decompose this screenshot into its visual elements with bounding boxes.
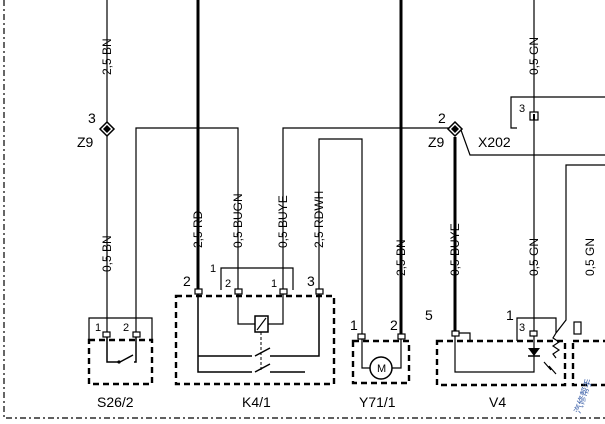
y71-box — [351, 339, 411, 385]
v4-pin-shell — [516, 317, 557, 341]
z9-right-diamond — [446, 120, 464, 138]
z9-left-pin: 3 — [88, 110, 96, 126]
v4-pin3-num: 3 — [519, 322, 525, 334]
wire-label-2: 0,5 BN — [100, 235, 114, 272]
v4-pin5 — [451, 330, 460, 337]
k4-coil-slash — [256, 317, 267, 331]
watermark-text: 汽修帮手 — [572, 377, 595, 415]
x202-label: X202 — [478, 134, 511, 150]
x202-shell — [510, 96, 605, 129]
s26-pin1-num: 1 — [95, 322, 101, 334]
k4-pin-shell — [220, 267, 294, 290]
s26-box — [87, 338, 154, 386]
k4-name: K4/1 — [242, 394, 271, 410]
k4-pin-1a — [234, 288, 243, 295]
wire-label-3: 2,5 RD — [191, 210, 205, 248]
k4-coil-wiring — [237, 294, 284, 325]
s26-pin1 — [102, 331, 111, 338]
y71-pin2-num: 2 — [390, 317, 398, 333]
z9-right-label: Z9 — [428, 134, 445, 150]
wire-right-v4 — [555, 164, 605, 334]
wire-label-10: 0,5 GN — [527, 238, 541, 276]
v4-diode — [528, 348, 540, 356]
k4-contacts — [197, 294, 320, 373]
k4-pin1b-num: 1 — [271, 278, 277, 290]
wire-label-11: 0,5 GN — [583, 238, 597, 276]
k4-box — [174, 294, 336, 386]
k4-pin-1b — [279, 288, 288, 295]
y71-pin1-num: 1 — [350, 317, 358, 333]
v4-pin1 — [529, 330, 538, 337]
s26-switch — [106, 337, 137, 363]
v4-resistor — [551, 332, 561, 359]
v4-pin1-num: 1 — [506, 307, 514, 323]
k4-pin2-num: 2 — [183, 273, 191, 289]
y71-name: Y71/1 — [359, 394, 396, 410]
wire-label-8: 0,5 BUYE — [448, 223, 462, 276]
y71-motor-letter: M — [377, 363, 386, 375]
k4-pin1a-num: 1 — [210, 263, 216, 275]
s26-pin2-num: 2 — [123, 322, 129, 334]
wire-buye-v4-in — [455, 332, 471, 340]
wire-s26-feed — [135, 127, 239, 333]
wire-buye-k4 — [282, 127, 449, 290]
y71-pin1 — [357, 333, 366, 340]
v4-pin5-num: 5 — [425, 307, 433, 323]
z9-left-diamond — [98, 120, 116, 138]
wire-label-5: 0,5 BUYE — [276, 195, 290, 248]
right-partial-box — [571, 339, 605, 387]
z9-right-pin: 2 — [438, 110, 446, 126]
y71-pin2 — [397, 333, 406, 340]
y71-motor-wiring — [361, 339, 402, 369]
k4-pin3-num: 3 — [307, 273, 315, 289]
wire-z9-x202 — [460, 129, 605, 156]
y71-motor — [369, 356, 393, 380]
wire-rdwh — [318, 138, 363, 336]
s26-shell — [88, 317, 153, 340]
v4-box — [435, 339, 567, 387]
k4-pin-3 — [315, 288, 324, 295]
z9-left-label: Z9 — [77, 134, 94, 150]
s26-contact — [117, 360, 121, 364]
x202-pin: 3 — [519, 103, 525, 115]
k4-pin-2 — [194, 288, 203, 295]
right-partial-pin — [573, 321, 582, 335]
s26-pin2 — [132, 331, 141, 338]
wire-label-1: 2,5 BN — [100, 38, 114, 75]
v4-arrows — [543, 361, 557, 375]
k4-pin2b-num: 2 — [225, 278, 231, 290]
wire-label-9: 0,5 GN — [527, 37, 541, 75]
s26-name: S26/2 — [97, 394, 134, 410]
wire-label-4: 0,5 BUGN — [231, 193, 245, 248]
wire-label-7: 2,5 BN — [394, 239, 408, 276]
v4-name: V4 — [489, 394, 506, 410]
wire-label-6: 2,5 RDWH — [312, 191, 326, 248]
